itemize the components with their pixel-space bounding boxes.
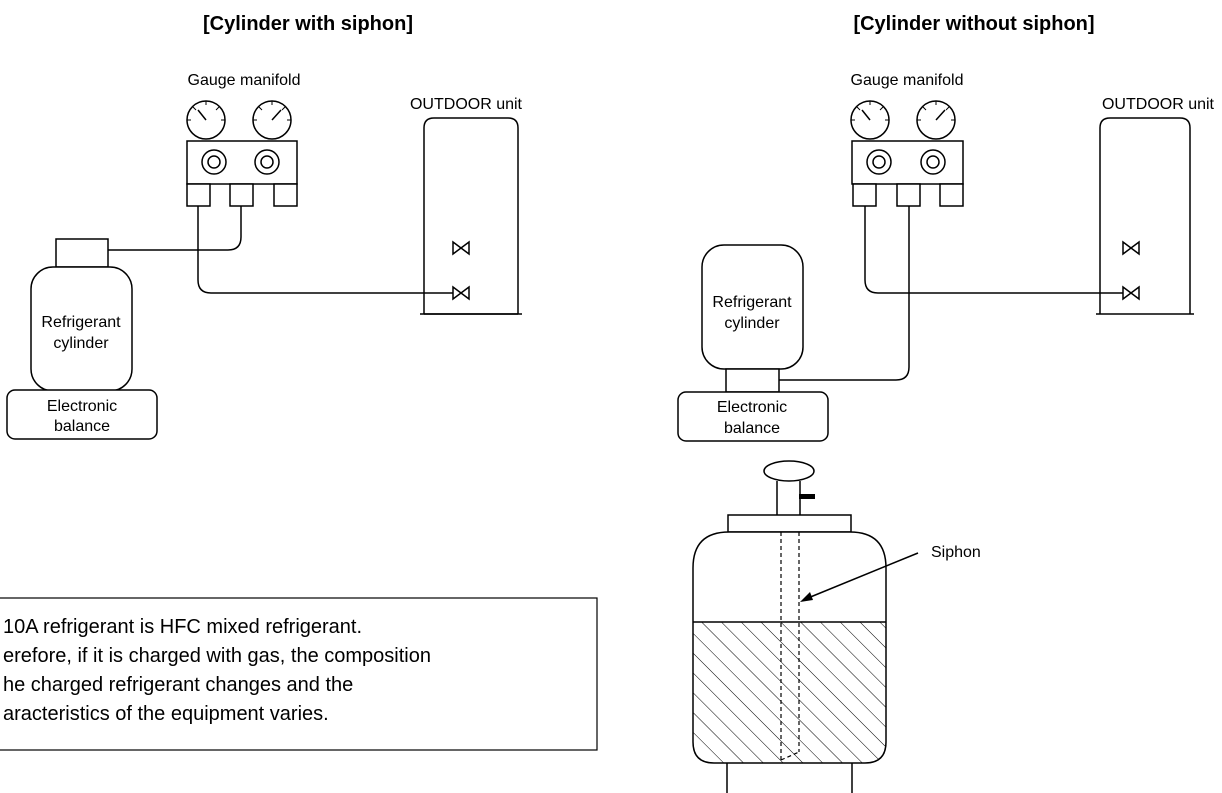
siphon-cylinder: Siphon (692, 460, 981, 793)
note-line-3: he charged refrigerant changes and the (3, 674, 353, 696)
service-hose (197, 206, 453, 294)
right-gauge-dial-icon (252, 100, 292, 140)
left-gauge-dial-icon (850, 100, 890, 140)
left-valve-knob-icon (866, 149, 892, 175)
left-balance-label-line2: balance (54, 418, 110, 435)
right-balance-label-line1: Electronic (717, 399, 787, 416)
right-gauge-dial-icon (916, 100, 956, 140)
service-valve-icon (1122, 240, 1140, 256)
left-electronic-balance: Electronic balance (6, 389, 158, 440)
right-title: [Cylinder without siphon] (853, 13, 1094, 35)
left-valve-knob-icon (201, 149, 227, 175)
left-cylinder-label-line2: cylinder (53, 335, 109, 352)
charge-hose (779, 206, 910, 381)
right-cylinder-label-line2: cylinder (724, 315, 780, 332)
right-outdoor-unit-label: OUTDOOR unit (1102, 96, 1215, 113)
charge-hose (108, 206, 242, 251)
siphon-label: Siphon (931, 544, 981, 561)
left-balance-label-line1: Electronic (47, 398, 117, 415)
right-electronic-balance: Electronic balance (677, 391, 829, 442)
left-gauge-dial-icon (186, 100, 226, 140)
valve-handle-icon (799, 494, 815, 499)
right-valve-knob-icon (254, 149, 280, 175)
service-hose (864, 206, 1123, 294)
service-valve-icon (1122, 285, 1140, 301)
left-title: [Cylinder with siphon] (203, 13, 413, 35)
siphon-tube (780, 532, 800, 761)
liquid-refrigerant-hatch (693, 622, 886, 763)
right-panel: [Cylinder without siphon] Gauge manifold (677, 13, 1215, 793)
note-line-2: erefore, if it is charged with gas, the … (3, 645, 431, 667)
right-outdoor-unit (1096, 117, 1194, 315)
left-gauge-manifold-label: Gauge manifold (188, 72, 301, 89)
arrow-head-icon (800, 592, 813, 602)
left-gauge-manifold (186, 100, 298, 207)
note-box: 10A refrigerant is HFC mixed refrigerant… (0, 597, 598, 751)
left-cylinder-label-line1: Refrigerant (41, 314, 121, 331)
left-refrigerant-cylinder: Refrigerant cylinder (30, 238, 133, 392)
right-refrigerant-cylinder: Refrigerant cylinder (701, 244, 804, 393)
right-balance-label-line2: balance (724, 420, 780, 437)
right-gauge-manifold (850, 100, 964, 207)
siphon-leader-line (807, 552, 919, 599)
left-outdoor-unit (420, 117, 522, 315)
right-valve-knob-icon (920, 149, 946, 175)
right-gauge-manifold-label: Gauge manifold (851, 72, 964, 89)
right-cylinder-label-line1: Refrigerant (712, 294, 792, 311)
left-panel: [Cylinder with siphon] Gauge manifold (6, 13, 523, 440)
service-valve-icon (452, 285, 470, 301)
note-line-1: 10A refrigerant is HFC mixed refrigerant… (3, 616, 362, 638)
service-valve-icon (452, 240, 470, 256)
note-line-4: aracteristics of the equipment varies. (3, 703, 329, 725)
left-outdoor-unit-label: OUTDOOR unit (410, 96, 523, 113)
